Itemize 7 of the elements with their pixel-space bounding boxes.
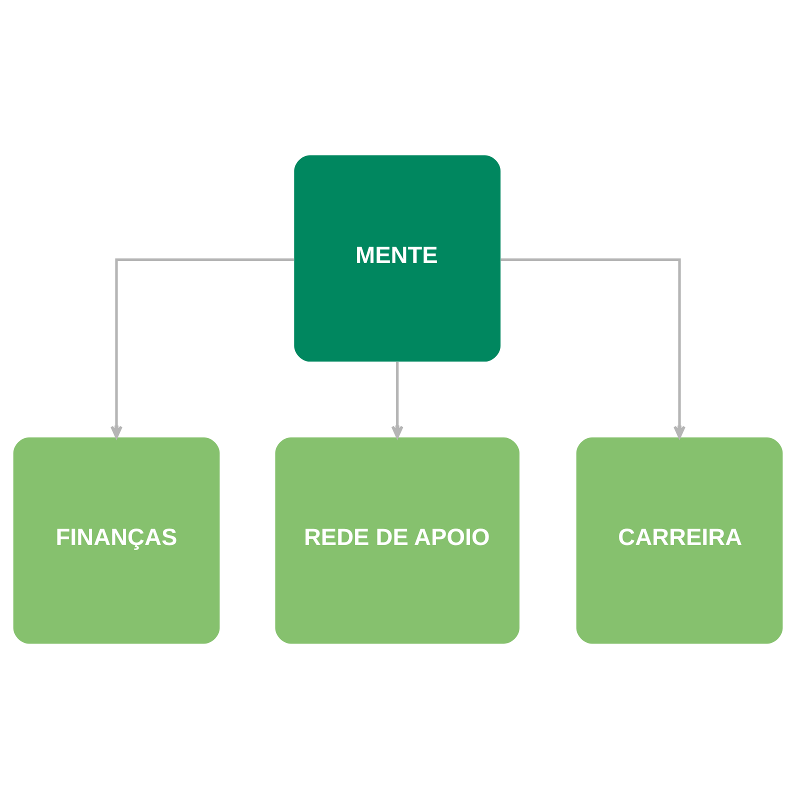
node-box: MENTE <box>294 154 501 362</box>
node-box: FINANÇAS <box>13 436 220 644</box>
arrow <box>110 258 294 438</box>
arrow <box>391 361 404 438</box>
node-box: CARREIRA <box>576 436 783 644</box>
arrow <box>500 258 686 438</box>
node-box: REDE DE APOIO <box>275 436 520 644</box>
